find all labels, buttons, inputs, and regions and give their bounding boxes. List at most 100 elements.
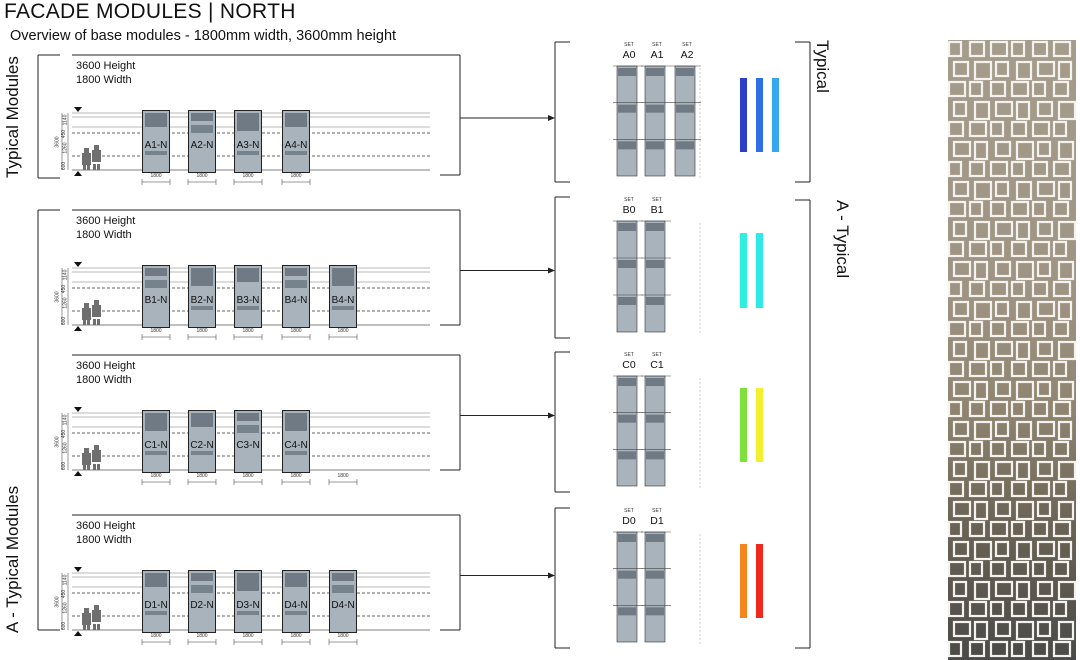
module-dark-pane bbox=[285, 268, 307, 276]
facade-frame bbox=[1015, 140, 1035, 161]
facade-frame bbox=[1036, 620, 1052, 638]
person-silhouette bbox=[94, 145, 99, 150]
height-label: 3600 Height bbox=[76, 360, 136, 372]
facade-frame bbox=[1015, 300, 1033, 321]
set-word: SET bbox=[682, 42, 692, 48]
facade-frame bbox=[1052, 560, 1070, 578]
set-color-bar bbox=[772, 78, 779, 152]
facade-frame bbox=[1031, 240, 1051, 258]
module-name: C4-N bbox=[284, 440, 308, 451]
stacked-column bbox=[616, 531, 638, 643]
total-height-dimension: 3600 bbox=[54, 596, 61, 608]
facade-frame bbox=[948, 360, 965, 378]
facade-frame bbox=[1036, 60, 1056, 78]
vertical-dimension: 600 bbox=[61, 461, 68, 471]
arrowhead bbox=[548, 115, 555, 121]
person-silhouette bbox=[97, 624, 100, 630]
facade-frame bbox=[1036, 340, 1054, 358]
person-silhouette bbox=[92, 305, 101, 317]
facade-frame bbox=[948, 40, 963, 58]
facade-frame bbox=[1036, 140, 1052, 158]
stacked-column bbox=[674, 65, 696, 177]
facade-frame bbox=[1057, 420, 1073, 441]
module-dark-pane bbox=[237, 573, 259, 591]
stacked-pane bbox=[646, 260, 664, 268]
person-silhouette bbox=[93, 164, 96, 170]
set-name: C0 bbox=[622, 359, 636, 371]
facade-module: A1-N bbox=[142, 110, 170, 173]
facade-frame bbox=[952, 300, 970, 318]
facade-frame bbox=[1010, 80, 1030, 98]
vertical-dimension: 1260 bbox=[62, 297, 69, 309]
facade-frame bbox=[994, 620, 1012, 638]
facade-frame bbox=[989, 520, 1009, 538]
module-name: C1-N bbox=[144, 440, 168, 451]
facade-frame bbox=[1036, 100, 1054, 118]
module-name: A4-N bbox=[284, 140, 308, 151]
person-silhouette bbox=[92, 610, 101, 622]
width-label: 1800 Width bbox=[76, 534, 132, 546]
facade-frame bbox=[1031, 640, 1049, 658]
level-marker bbox=[74, 631, 82, 636]
stacked-pane bbox=[646, 451, 664, 460]
facade-frame bbox=[1052, 200, 1070, 218]
module-dark-pane bbox=[285, 151, 307, 155]
width-dimension: 1800 bbox=[337, 473, 349, 479]
facade-frame bbox=[989, 40, 1009, 58]
facade-frame bbox=[1010, 400, 1026, 418]
facade-frame bbox=[952, 260, 972, 278]
person-silhouette bbox=[84, 303, 89, 308]
module-dark-pane bbox=[237, 306, 259, 310]
module-size-label: 3600 Height 1800 Width bbox=[76, 519, 135, 547]
module-dark-pane bbox=[191, 113, 213, 121]
module-name: D3-N bbox=[236, 600, 260, 611]
facade-frame bbox=[1057, 260, 1075, 281]
facade-frame bbox=[952, 580, 968, 598]
height-label: 3600 Height bbox=[76, 520, 136, 532]
module-name: C2-N bbox=[190, 440, 214, 451]
facade-frame bbox=[1031, 600, 1051, 618]
facade-frame bbox=[968, 640, 986, 658]
facade-frame bbox=[1015, 220, 1031, 241]
facade-frame bbox=[968, 120, 988, 138]
module-dark-pane bbox=[191, 573, 213, 581]
facade-frame bbox=[1052, 320, 1070, 338]
facade-frame bbox=[973, 140, 989, 161]
facade-frame bbox=[968, 40, 986, 58]
facade-module: B4-N bbox=[282, 265, 310, 328]
facade-frame bbox=[1057, 60, 1073, 81]
set-color-bar bbox=[756, 544, 763, 618]
facade-module: C3-N bbox=[234, 410, 262, 473]
facade-frame bbox=[1031, 120, 1051, 138]
facade-frame bbox=[1015, 340, 1031, 361]
person-silhouette bbox=[83, 319, 86, 325]
person-silhouette bbox=[94, 445, 99, 450]
facade-frame bbox=[1015, 180, 1033, 201]
facade-frame bbox=[1015, 380, 1035, 401]
facade-module: D4-N bbox=[329, 570, 357, 633]
facade-module: B2-N bbox=[188, 265, 216, 328]
facade-frame bbox=[1010, 520, 1026, 538]
facade-frame bbox=[1015, 540, 1033, 561]
facade-frame bbox=[968, 160, 986, 178]
facade-frame bbox=[1015, 60, 1033, 81]
stacked-pane bbox=[618, 570, 636, 579]
stacked-column bbox=[616, 220, 638, 333]
facade-frame bbox=[1031, 320, 1047, 338]
vertical-dimension: 1140 bbox=[62, 114, 69, 126]
width-dimension: 1800 bbox=[242, 328, 254, 334]
person-silhouette bbox=[87, 464, 90, 470]
facade-frame bbox=[1010, 440, 1030, 458]
facade-frame bbox=[1015, 500, 1035, 521]
stacked-pane bbox=[646, 570, 664, 579]
vertical-dimension: 1260 bbox=[62, 602, 69, 614]
facade-frame bbox=[989, 440, 1007, 458]
facade-frame bbox=[948, 240, 965, 258]
facade-frame bbox=[968, 480, 988, 498]
facade-frame bbox=[994, 460, 1014, 478]
stacked-pane bbox=[646, 223, 664, 231]
facade-frame bbox=[989, 160, 1009, 178]
module-dark-pane bbox=[191, 268, 213, 286]
facade-frame bbox=[1015, 260, 1035, 281]
width-dimension: 1800 bbox=[290, 328, 302, 334]
